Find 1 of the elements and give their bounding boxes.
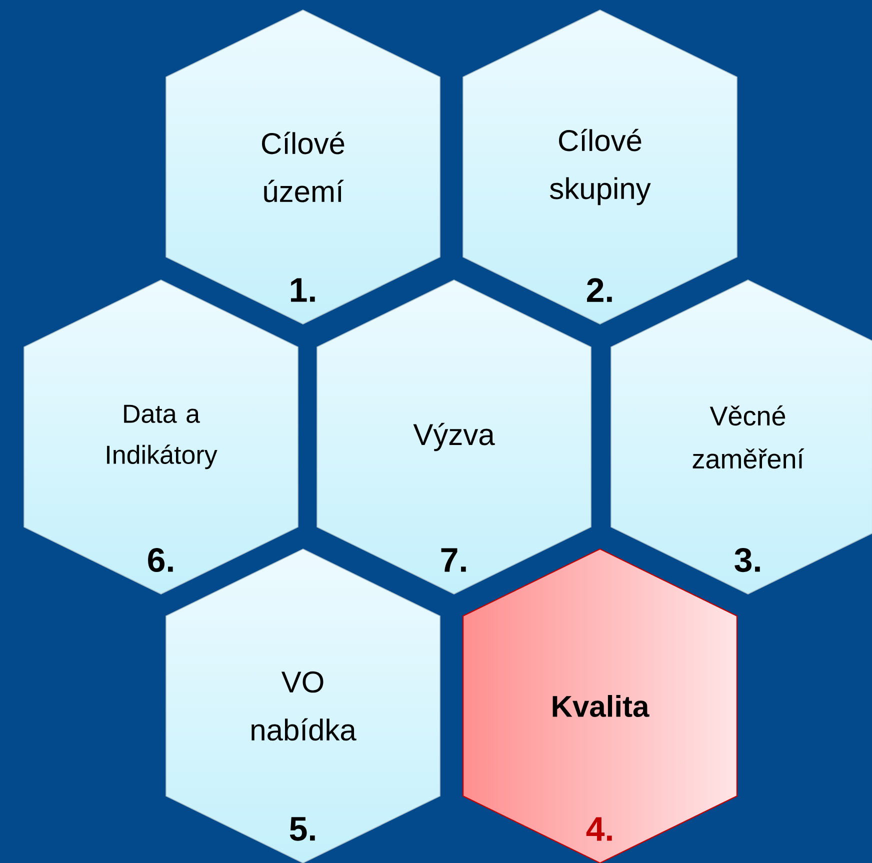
hexagon-tile: Věcné zaměření 3. (610, 280, 872, 594)
